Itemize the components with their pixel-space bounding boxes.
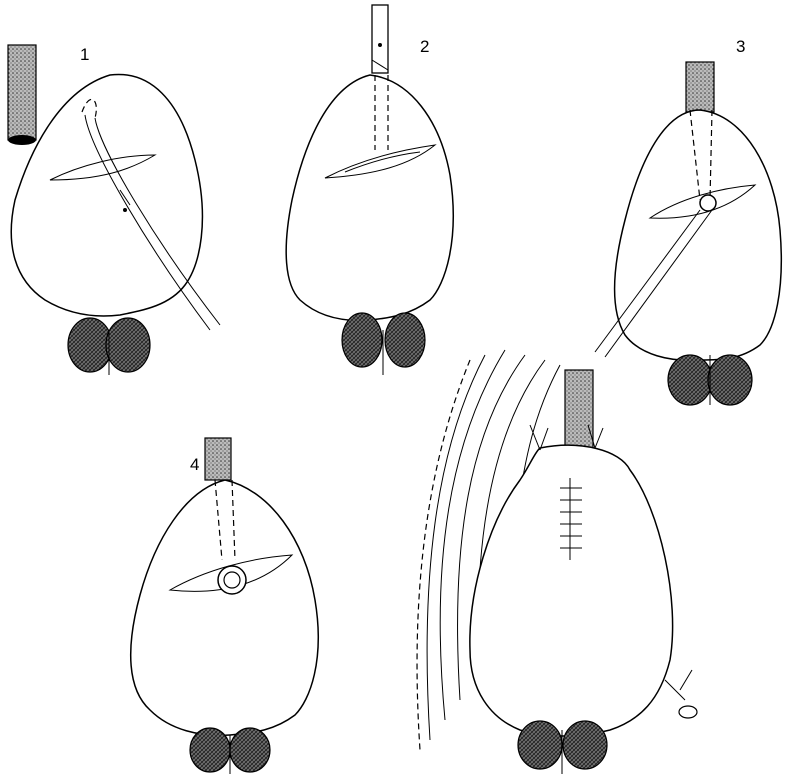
catheter-tube-3 <box>686 62 714 112</box>
panel-3: 3 <box>595 37 781 405</box>
catheter-tube <box>8 45 36 145</box>
bladder-outline-5 <box>470 445 673 736</box>
drain-tie <box>665 670 697 718</box>
panel-1: 1 <box>8 45 220 375</box>
panel-5 <box>417 350 697 774</box>
step-label-3: 3 <box>736 37 745 56</box>
panel-2: 2 <box>286 5 453 375</box>
catheter-tube-5 <box>565 370 593 448</box>
testes-3 <box>668 355 752 405</box>
testes <box>68 318 150 375</box>
bladder-outline-3 <box>614 110 781 360</box>
step-label-4: 4 <box>190 455 199 474</box>
step-label-1: 1 <box>80 45 89 64</box>
bladder-outline-4 <box>131 480 319 735</box>
testes-2 <box>342 313 425 375</box>
catheter-tube-4 <box>205 438 231 480</box>
step-label-2: 2 <box>420 37 429 56</box>
bladder-outline-2 <box>286 75 453 320</box>
panel-4: 4 <box>131 438 319 774</box>
urethral-catheter <box>372 5 388 73</box>
catheter-tip <box>700 195 716 211</box>
